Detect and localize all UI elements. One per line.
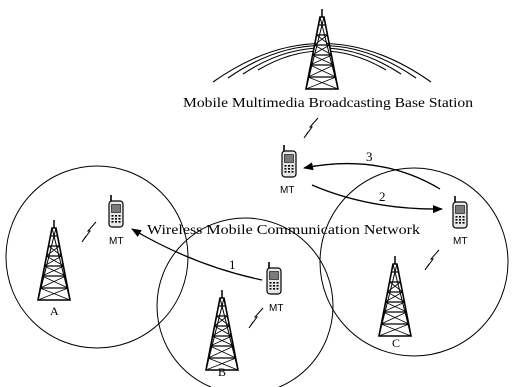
mt-label-b: MT [269, 303, 283, 314]
mobile-terminal-top-icon [281, 144, 297, 178]
step-1-label: 1 [229, 257, 236, 272]
cell-coverage-c [319, 167, 509, 357]
mt-label-a: MT [109, 236, 123, 247]
signal-broadcast-icon [303, 117, 319, 139]
cell-b-label: B [218, 365, 226, 379]
cell-coverage-a [5, 165, 189, 349]
mobile-terminal-b-icon [266, 261, 282, 295]
mobile-terminal-a-icon [108, 194, 124, 228]
arrow-step-1 [131, 228, 263, 281]
signal-b-icon [248, 307, 264, 329]
cell-coverage-b [156, 217, 334, 387]
mt-label-c: MT [453, 236, 467, 247]
step-2-label: 2 [379, 189, 386, 204]
arrow-step-2 [311, 184, 443, 214]
signal-c-icon [424, 249, 440, 271]
cell-c-label: C [392, 336, 400, 350]
mobile-terminal-c-icon [452, 195, 468, 229]
network-label: Wireless Mobile Communication Network [147, 222, 420, 237]
cell-a-label: A [50, 304, 59, 318]
broadcast-station-label: Mobile Multimedia Broadcasting Base Stat… [183, 95, 473, 110]
tower-a-icon [37, 219, 71, 301]
mt-label-top: MT [280, 185, 294, 196]
arrow-step-3 [303, 162, 441, 190]
signal-a-icon [81, 221, 97, 243]
tower-c-icon [378, 255, 412, 337]
step-3-label: 3 [366, 149, 373, 164]
tower-b-icon [205, 289, 239, 371]
